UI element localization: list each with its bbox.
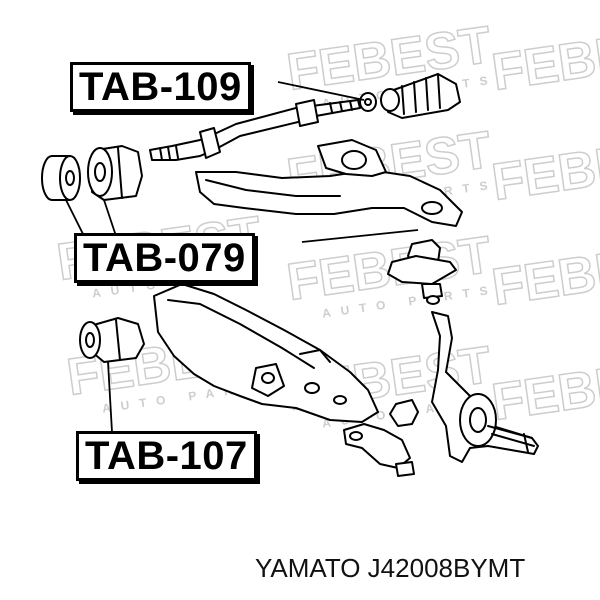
watermark-tile: FEBEST xyxy=(488,125,600,213)
watermark-brand: FEBEST xyxy=(489,346,600,432)
upper-arm-bushing xyxy=(41,145,143,201)
leader-line-079-upper xyxy=(103,199,117,237)
part-number-caption: YAMATO J42008BYMT xyxy=(255,553,526,583)
line-art xyxy=(41,73,539,477)
leader-line-107 xyxy=(107,361,113,433)
watermark-brand: FEBEST xyxy=(489,231,600,317)
lower-arm-bushing xyxy=(79,317,145,363)
leader-lines xyxy=(65,81,419,433)
watermark-tile: FEBEST xyxy=(488,15,600,103)
leader-line-079-left xyxy=(65,199,85,237)
upper-bushing-boot xyxy=(359,73,461,119)
lower-control-arm xyxy=(153,283,379,423)
watermark-brand: FEBEST xyxy=(489,126,600,212)
upper-control-arm xyxy=(195,139,463,227)
part-label-tab-109: TAB-109 xyxy=(70,62,251,112)
steering-knuckle xyxy=(431,311,539,463)
watermark-tile: FEBEST xyxy=(488,230,600,318)
part-label-tab-079: TAB-079 xyxy=(74,233,255,283)
upper-ball-joint xyxy=(387,239,457,305)
part-label-tab-107: TAB-107 xyxy=(76,431,257,481)
watermark-brand: FEBEST xyxy=(489,16,600,102)
leader-line-109 xyxy=(277,81,365,101)
watermark-tile: FEBEST xyxy=(488,345,600,433)
upper-arm-shaft xyxy=(149,99,361,161)
leader-line-079-right xyxy=(301,229,419,243)
lower-ball-joint xyxy=(343,399,419,477)
